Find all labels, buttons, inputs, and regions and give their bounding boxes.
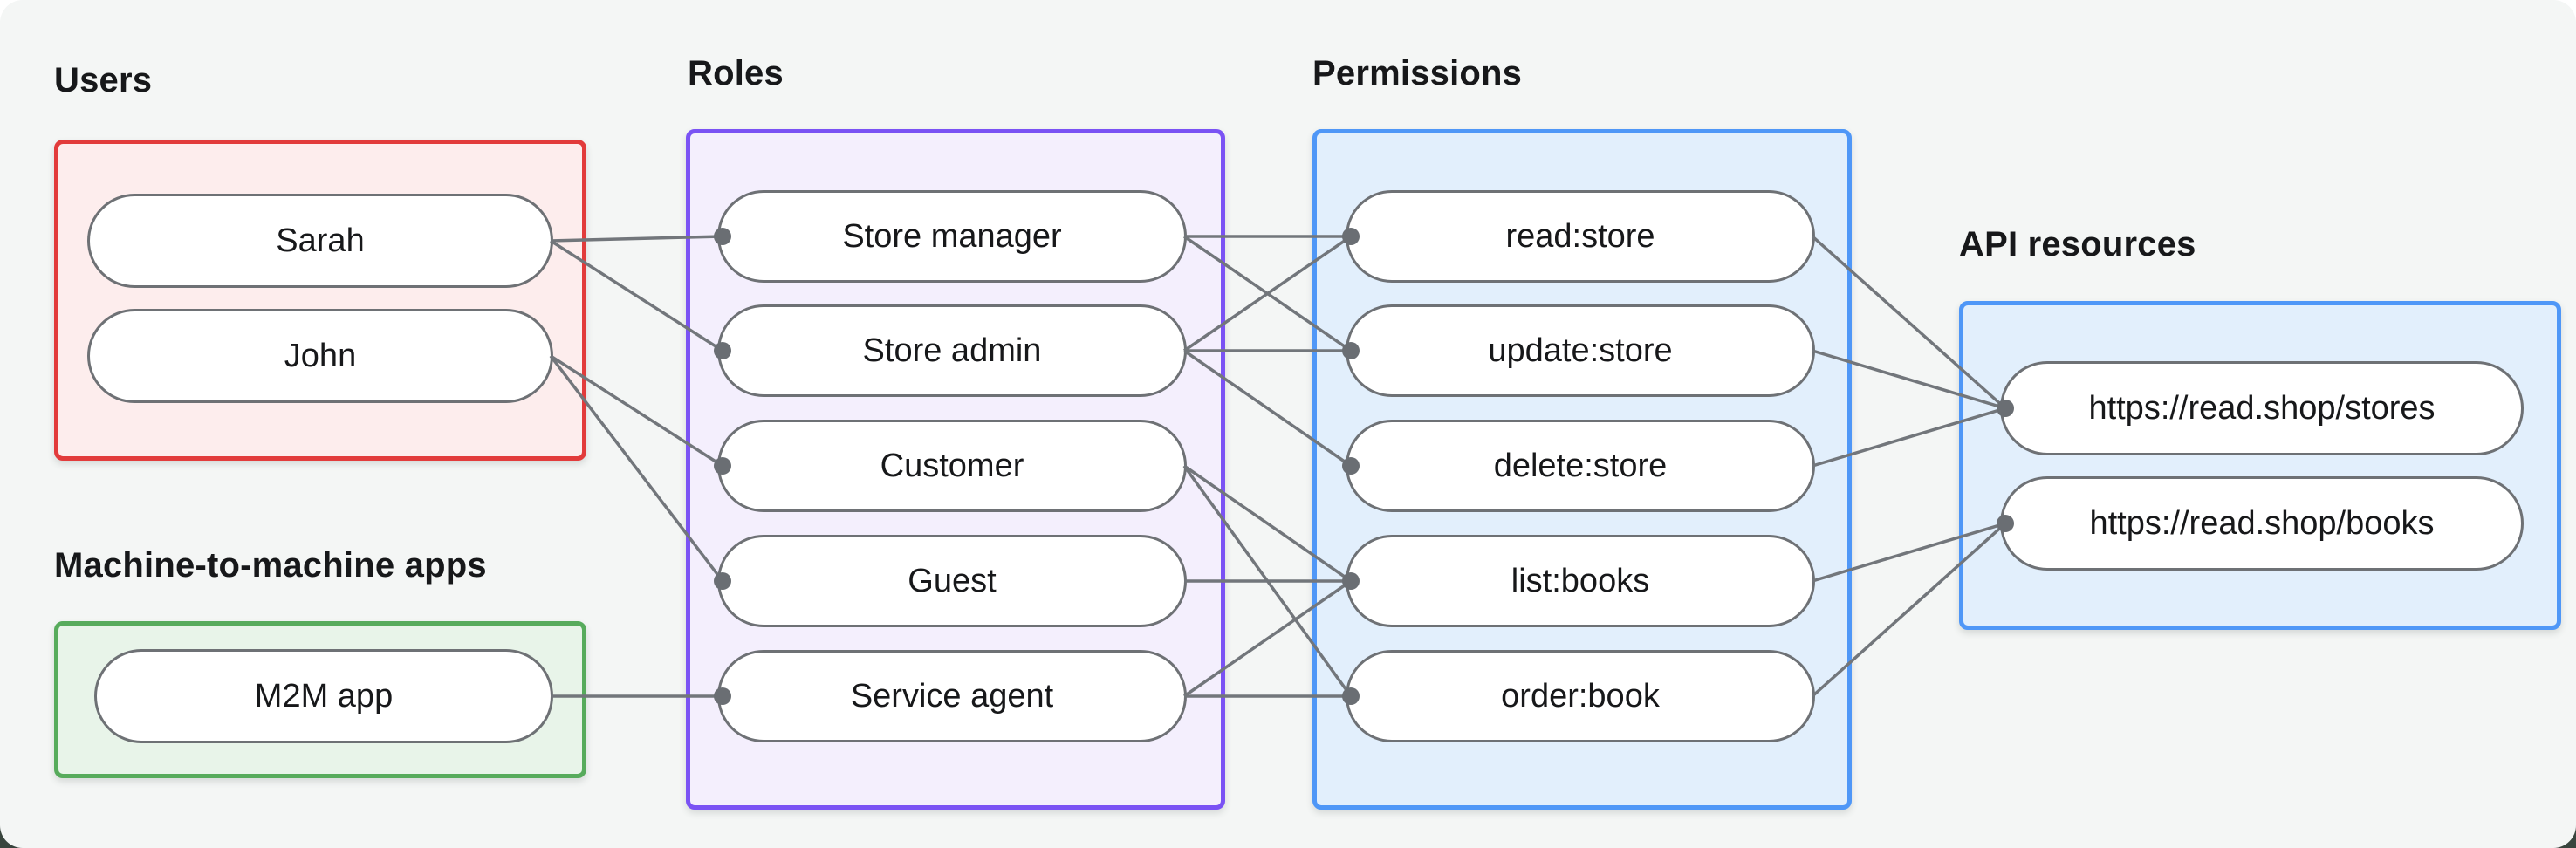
node-permission-order-book: order:book — [1346, 650, 1815, 742]
node-role-store-admin: Store admin — [717, 304, 1187, 397]
node-api-resource-stores: https://read.shop/stores — [2000, 361, 2524, 455]
api-resources-group-box — [1959, 301, 2561, 630]
users-group-label: Users — [54, 61, 153, 99]
api-resources-group-label: API resources — [1959, 225, 2196, 263]
node-permission-delete-store: delete:store — [1346, 420, 1815, 512]
node-permission-read-store: read:store — [1346, 190, 1815, 283]
node-permission-update-store: update:store — [1346, 304, 1815, 397]
permissions-group-label: Permissions — [1312, 54, 1523, 92]
node-m2m-app: M2M app — [94, 649, 553, 743]
node-user-john: John — [87, 309, 553, 403]
node-permission-list-books: list:books — [1346, 535, 1815, 627]
node-role-service-agent: Service agent — [717, 650, 1187, 742]
users-group-box — [54, 140, 586, 461]
node-role-guest: Guest — [717, 535, 1187, 627]
node-user-sarah: Sarah — [87, 194, 553, 288]
node-api-resource-books: https://read.shop/books — [2000, 476, 2524, 571]
m2m-group-label: Machine-to-machine apps — [54, 546, 487, 585]
node-role-customer: Customer — [717, 420, 1187, 512]
node-role-store-manager: Store manager — [717, 190, 1187, 283]
roles-group-label: Roles — [688, 54, 784, 92]
